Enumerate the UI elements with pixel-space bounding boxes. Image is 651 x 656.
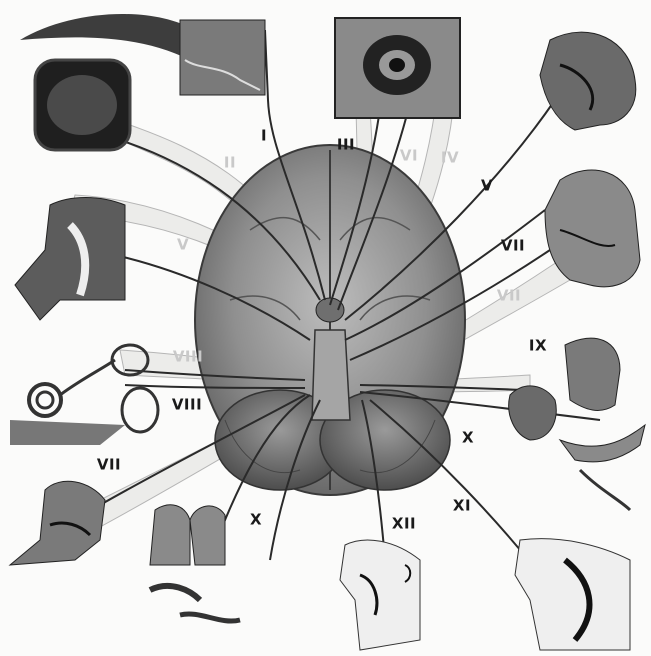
nerve-label-IX: IX [529, 339, 547, 354]
nerve-label-VIII-dark: VIII [172, 398, 202, 413]
nerve-label-VII-left: VII [97, 458, 121, 473]
vignette-eye-center [335, 18, 460, 118]
vignette-eye-left [35, 60, 130, 150]
vignette-neck-right [515, 539, 630, 650]
vignette-head-top-right [540, 32, 636, 130]
nerve-label-X-left: X [250, 513, 262, 528]
vignette-mouth-left [10, 481, 105, 565]
nerve-label-VI: VI [400, 149, 418, 164]
vignette-head-right [545, 170, 640, 287]
vignette-throat-right [565, 338, 620, 410]
vignette-face-left [15, 198, 125, 321]
nerve-label-VII-right-dark: VII [501, 239, 525, 254]
nerve-label-I: I [261, 129, 267, 144]
nerve-label-X-right: X [462, 431, 474, 446]
nerve-label-VIII-light: VIII [173, 350, 203, 365]
nerve-label-III: III [337, 138, 355, 153]
nerve-label-VII-right-light: VII [497, 289, 521, 304]
vignette-lungs-left [150, 505, 240, 621]
brain-inferior-view [195, 145, 465, 495]
nerve-label-V-right: V [481, 179, 493, 194]
nerve-label-IV: IV [441, 151, 459, 166]
nerve-label-XII: XII [392, 517, 416, 532]
nerve-label-XI: XI [453, 499, 471, 514]
nerve-label-V-left: V [177, 238, 189, 253]
nerve-label-II: II [224, 156, 236, 171]
vignette-neck-center [340, 540, 420, 650]
